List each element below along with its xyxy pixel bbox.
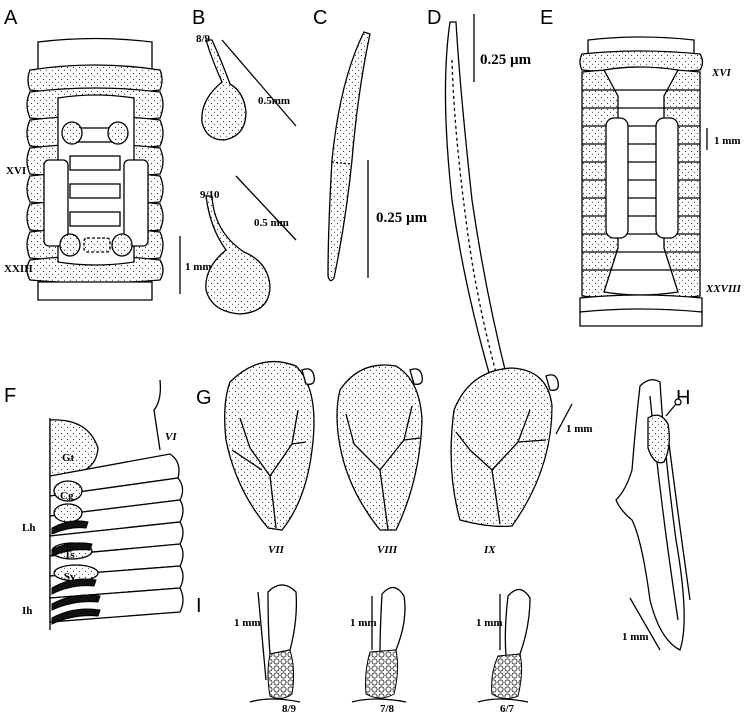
- scale-bar-b-bottom: [235, 175, 297, 241]
- gland-ix: [450, 367, 559, 528]
- segment-vi-label: VI: [165, 431, 177, 443]
- panel-label-h: H: [676, 387, 690, 409]
- panel-label-a: A: [4, 7, 18, 29]
- seminal-vesicle: [53, 564, 99, 582]
- calciferous-gland: [53, 480, 83, 502]
- scale-label-g: 1 mm: [566, 423, 593, 435]
- panel-a: A XVI XXIII 1 mm: [4, 7, 212, 301]
- penial-seta-c: [327, 31, 371, 282]
- gizzard: [49, 419, 99, 477]
- penial-seta-d: [444, 21, 517, 417]
- panel-g: G 1 mm VII VIII IX: [196, 360, 593, 556]
- panel-label-g: G: [196, 387, 212, 409]
- panel-label-b: B: [192, 7, 205, 29]
- segment-xxiii-label: XXIII: [4, 263, 33, 275]
- scale-label-i-3: 1 mm: [476, 617, 503, 629]
- panel-label-f: F: [4, 385, 16, 407]
- label-ih: Ih: [22, 605, 32, 617]
- panel-b: B 8/9 0.5mm 9/10 0.5 mm: [192, 7, 297, 315]
- panel-c: C 0.25 µm: [313, 7, 428, 282]
- spermatheca-8-9: [201, 39, 247, 141]
- scale-label-i: 1 mm: [234, 617, 261, 629]
- segment-xxviii-label: XXVIII: [705, 283, 742, 295]
- septum-6-7-label-i: 6/7: [500, 703, 515, 715]
- spermatheca-9-10: [205, 195, 271, 315]
- scale-bar-b-top: [221, 39, 297, 127]
- scale-label-d: 0.25 µm: [480, 52, 532, 68]
- spermatheca-i-8-9: [249, 584, 301, 703]
- label-ts: Ts: [64, 549, 75, 561]
- segments-e: [579, 36, 704, 327]
- spermatheca-i-7-8: [351, 586, 407, 703]
- panel-label-e: E: [540, 7, 553, 29]
- septum-9-10-label: 9/10: [200, 189, 220, 201]
- scale-label-i-2: 1 mm: [350, 617, 377, 629]
- segment-viii-label: VIII: [377, 544, 398, 556]
- scale-label-b-bottom: 0.5 mm: [254, 217, 289, 229]
- panel-label-i: I: [196, 595, 202, 617]
- label-sv: Sv: [64, 571, 76, 583]
- septum-7-8-label-i: 7/8: [380, 703, 395, 715]
- label-cg: Cg: [60, 490, 74, 502]
- segments-a: [26, 37, 164, 301]
- segment-vii-label: VII: [268, 544, 285, 556]
- segment-ix-label: IX: [483, 544, 496, 556]
- scale-label-e: 1 mm: [714, 135, 741, 147]
- prostate-h: [615, 379, 691, 651]
- panel-label-d: D: [427, 7, 441, 29]
- scale-label-a: 1 mm: [185, 261, 212, 273]
- panel-h: H 1 mm: [615, 379, 691, 651]
- septum-8-9-label-i: 8/9: [282, 703, 297, 715]
- septum-8-9-label: 8/9: [196, 33, 211, 45]
- gland-vii: [224, 360, 315, 531]
- scale-label-b-top: 0.5mm: [258, 95, 290, 107]
- segment-xvi-label: XVI: [6, 165, 26, 177]
- spermatheca-i-6-7: [477, 588, 531, 703]
- scale-bar-h: [629, 597, 661, 651]
- segment-xvi-label-e: XVI: [711, 67, 732, 79]
- gland-viii: [336, 364, 423, 531]
- scale-label-c: 0.25 µm: [376, 210, 428, 226]
- label-gt: Gt: [62, 452, 75, 464]
- label-lh: Lh: [22, 522, 35, 534]
- scale-bar-g: [555, 403, 573, 435]
- panel-e: E XVI 1 mm XXVIII: [540, 7, 742, 327]
- panel-label-c: C: [313, 7, 327, 29]
- scale-label-h: 1 mm: [622, 631, 649, 643]
- panel-i: I 1 mm 8/9 1 mm 7/8 1 mm 6/7: [196, 584, 531, 715]
- panel-d: D 0.25 µm: [427, 7, 532, 417]
- panel-f: F VI Gt Cg Lh Ts Sv Ih: [4, 379, 184, 630]
